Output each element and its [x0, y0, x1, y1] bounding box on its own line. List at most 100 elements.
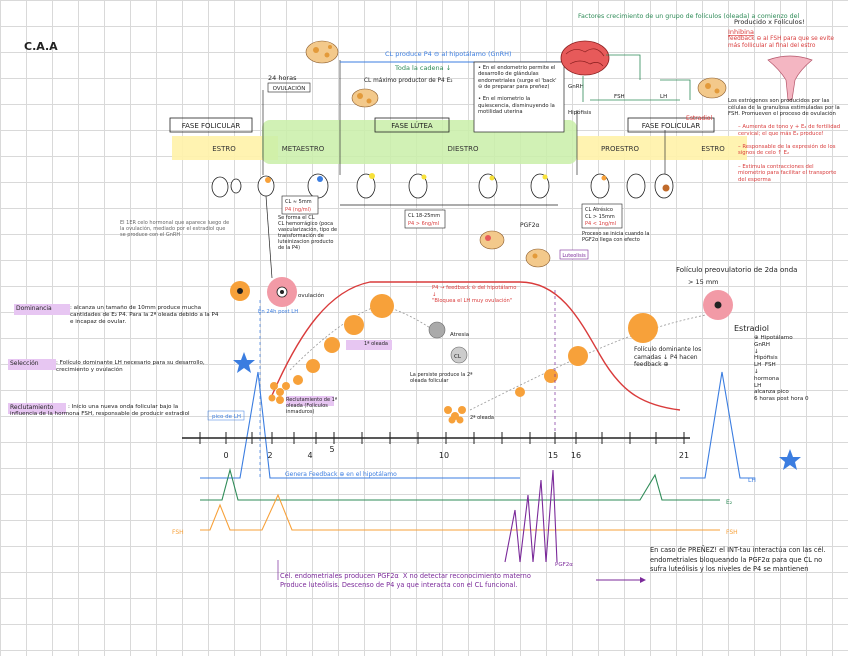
ovulacion-label: ovulación: [298, 293, 325, 299]
dominant-follicle-left-core: [237, 288, 243, 294]
cl-box-2: [404, 209, 446, 229]
cl-box-1-l2: P4 (ng/ml): [285, 207, 311, 213]
follicle-row-fills: [265, 173, 670, 192]
reclut-mid-highlight: [286, 396, 334, 406]
side-red-text: – Aumenta de tono y + E₂ de fertilidad c…: [738, 124, 841, 183]
ovulating-follicle-core: [280, 290, 284, 294]
cl-maximo-text: CL máximo productor de P4 E₂: [364, 77, 453, 84]
celulas-endo-note: Cél. endometriales producen PGF2α X no d…: [280, 572, 531, 589]
oleada-2-label: 2ª oleada: [470, 415, 494, 421]
wave2-follicles: [444, 313, 658, 424]
horas-24: 24 horas: [268, 74, 297, 82]
inhibina-rest-text: feedback ⊖ al FSH para que se evite más …: [728, 36, 836, 49]
page-title: C.A.A: [24, 40, 58, 53]
ovulacion-tag-box: [267, 82, 311, 93]
e2-axis-label: E₂: [726, 499, 733, 506]
dominancia-text: : alcanza un tamaño de 10mm produce much…: [70, 305, 221, 325]
tick-2: 2: [267, 451, 272, 460]
stage-metaestro: METAESTRO: [282, 145, 325, 153]
stage-estro-2: ESTRO: [701, 145, 725, 153]
atresia-label: Atresia: [450, 332, 469, 338]
cl-box-3: [581, 203, 623, 229]
estradiol-side: Estradiol: [686, 115, 713, 122]
pico-lh: pico de LH: [212, 414, 241, 420]
reclutamiento-tag: Reclutamiento: [10, 404, 54, 411]
pico-lh-box: [207, 410, 245, 421]
foliculo-pre-1: Folículo preovulatorio de 2da onda: [676, 266, 798, 274]
pgf2a-label: PGF2α: [520, 222, 540, 229]
purple-arrowhead: [640, 577, 646, 583]
pgf2a-axis-label: PGF2α: [555, 562, 573, 568]
brain-icon: [560, 40, 610, 76]
p4-curve: [269, 281, 681, 411]
tick-21: 21: [679, 451, 689, 460]
toda-fase-text: Toda la cadena ↓: [394, 64, 451, 72]
lh-peak-left: [200, 371, 520, 479]
fase-lutea-label: FASE LÚTEA: [391, 121, 433, 130]
dominancia-highlight: [14, 304, 70, 315]
uterus-icon: [767, 55, 813, 101]
lh-axis-label: LH: [748, 477, 756, 484]
ovary-top-mid-icon: [351, 88, 379, 108]
seleccion-highlight: [8, 359, 56, 370]
estradiol-right: Estradiol: [734, 324, 769, 333]
metaestro-note: Se forma el CL CL hemorrágico (poca vasc…: [278, 215, 338, 251]
pgf2a-pulses: [504, 469, 558, 563]
prenez-note: En caso de PREÑEZ! el INT-tau interactúa…: [650, 546, 828, 573]
cl-box-1: [281, 195, 319, 215]
stage-proestro: PROESTRO: [601, 145, 640, 153]
dominante-note: Folículo dominante los camadas ↓ P4 hace…: [634, 346, 704, 368]
cl-box-2-l1: CL 18-25mm: [408, 213, 440, 219]
tick-15: 15: [548, 451, 558, 460]
seleccion-tag: Selección: [10, 360, 39, 367]
lh-peak-right: [680, 371, 755, 479]
reclutamiento-text: : Inicio una nueva onda folicular bajo l…: [10, 404, 190, 417]
cl-box-3-l3: P4 < 1ng/ml: [585, 221, 616, 227]
foliculo-pre-2: > 15 mm: [688, 278, 719, 286]
ovary-luteolisis-icon: [525, 248, 551, 268]
fsh-label: FSH: [614, 94, 625, 100]
hipofisis-label: Hipófisis: [568, 109, 591, 116]
ovario-text: Los estrógenos son producidos por las cé…: [728, 98, 842, 117]
tick-5: 5: [329, 445, 334, 454]
atresia-follicles: [428, 321, 468, 364]
tick-4: 4: [307, 451, 312, 460]
wave1-path: [289, 304, 441, 371]
la-persiste-note: La persiste produce la 2ª oleada folicul…: [410, 372, 475, 384]
cl-circle-label: CL: [454, 354, 462, 360]
dominancia-tag: Dominancia: [16, 305, 52, 312]
luteolisis-box: [559, 249, 589, 260]
cl-box-2-l2: P4 > 6ng/ml: [408, 221, 439, 227]
gray-note: El 1ER celo hormonal que aparece luego d…: [120, 220, 231, 239]
fase-lutea-box: [374, 117, 450, 133]
fsh-right-label: FSH: [726, 529, 738, 536]
tick-16: 16: [571, 451, 581, 460]
estradiol-chain: ⊕ Hipotálamo GnRH ↓ Hipófisis LH FSH ↓ h…: [754, 335, 809, 403]
ovulacion-tag: OVULACIÓN: [273, 85, 306, 92]
ovary-top-right-icon: [697, 77, 727, 99]
band-yellow-left: [172, 136, 278, 160]
cl-box-1-l1: CL ≈ 5mm: [285, 199, 312, 205]
star-left-icon: [233, 352, 255, 373]
factores-text: Factores crecimiento de un grupo de folí…: [578, 12, 799, 20]
fase-folicular-box-1: [169, 117, 253, 133]
lh-label: LH: [660, 94, 667, 100]
fsh-axis-label: FSH: [172, 529, 184, 536]
seleccion-mid-highlight: [346, 340, 392, 350]
fase-folicular-label-1: FASE FOLICULAR: [182, 122, 241, 130]
inhibina-label: Inhibina: [728, 28, 754, 36]
fase-folicular-label-2: FASE FOLICULAR: [642, 122, 701, 130]
endometrio-box: [473, 61, 565, 133]
wave1-follicles: [268, 294, 394, 404]
time-axis-ticks: [199, 432, 685, 444]
wave2-path: [469, 311, 721, 411]
ovary-pgf-icon: [479, 230, 505, 250]
ovary-top-left-icon: [305, 40, 339, 64]
reclutamiento-highlight: [8, 403, 66, 414]
cl-box-3-l2: CL > 15mm: [585, 214, 615, 220]
cl-box-3-l1: CL Atrésico: [585, 206, 613, 213]
ovulation-arrow: [265, 195, 273, 279]
luteolisis-tag: Luteolisis: [562, 253, 586, 259]
